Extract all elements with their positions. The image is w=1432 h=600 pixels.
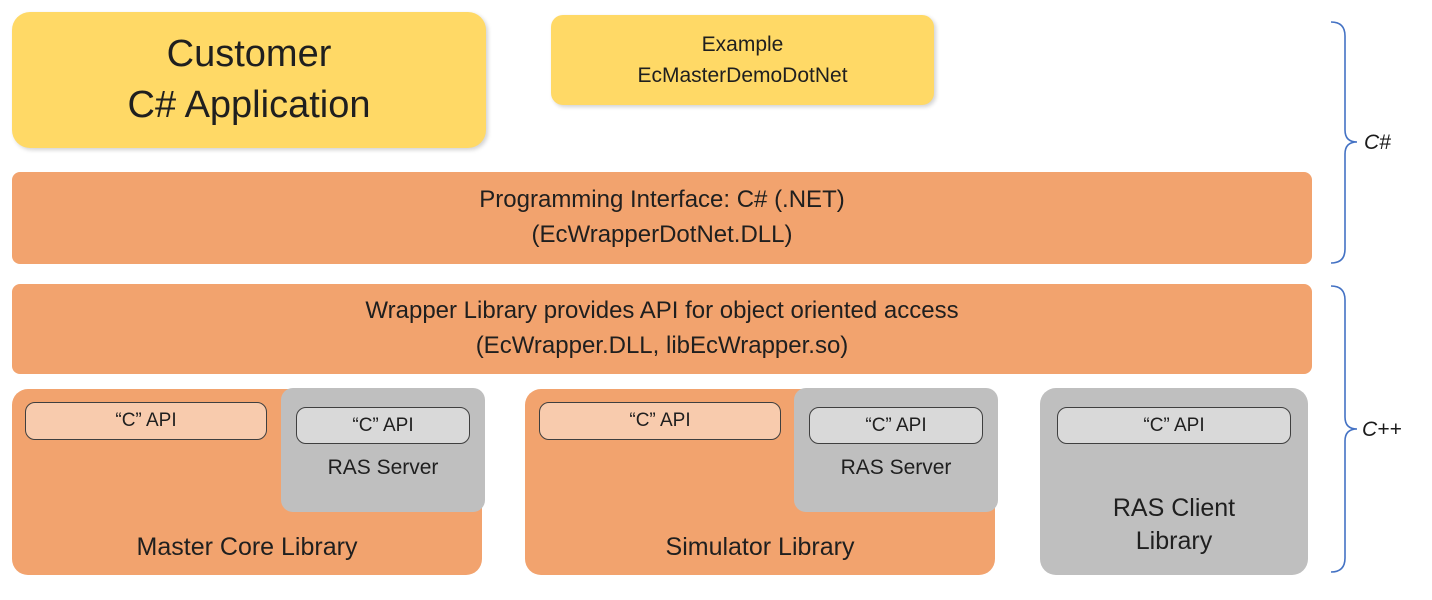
master-core-library-label: Master Core Library: [136, 532, 358, 561]
ras-client-c-api-chip: “C” API: [1057, 407, 1291, 444]
master-core-c-api-chip: “C” API: [25, 402, 267, 440]
simulator-c-api-chip: “C” API: [539, 402, 781, 440]
cpp-brace-icon: [1330, 285, 1358, 573]
simulator-ras-server-label: RAS Server: [840, 456, 952, 479]
ras-client-library-label: RAS Client Library: [1112, 494, 1236, 555]
customer-application-box: Customer C# Application: [12, 12, 486, 148]
simulator-ras-c-api-chip: “C” API: [809, 407, 983, 444]
example-demo-box: Example EcMasterDemoDotNet: [551, 15, 934, 105]
ras-client-library-box: “C” API RAS Client Library: [1040, 388, 1308, 575]
master-ras-server-box: “C” API RAS Server: [281, 388, 485, 512]
programming-interface-bar: Programming Interface: C# (.NET) (EcWrap…: [12, 172, 1312, 264]
master-ras-server-label: RAS Server: [327, 456, 439, 479]
master-ras-c-api-chip: “C” API: [296, 407, 470, 444]
csharp-section-label: C#: [1364, 131, 1391, 154]
csharp-brace-icon: [1330, 21, 1358, 264]
wrapper-library-bar: Wrapper Library provides API for object …: [12, 284, 1312, 374]
simulator-ras-server-box: “C” API RAS Server: [794, 388, 998, 512]
simulator-library-label: Simulator Library: [665, 532, 855, 561]
cpp-section-label: C++: [1362, 418, 1402, 441]
